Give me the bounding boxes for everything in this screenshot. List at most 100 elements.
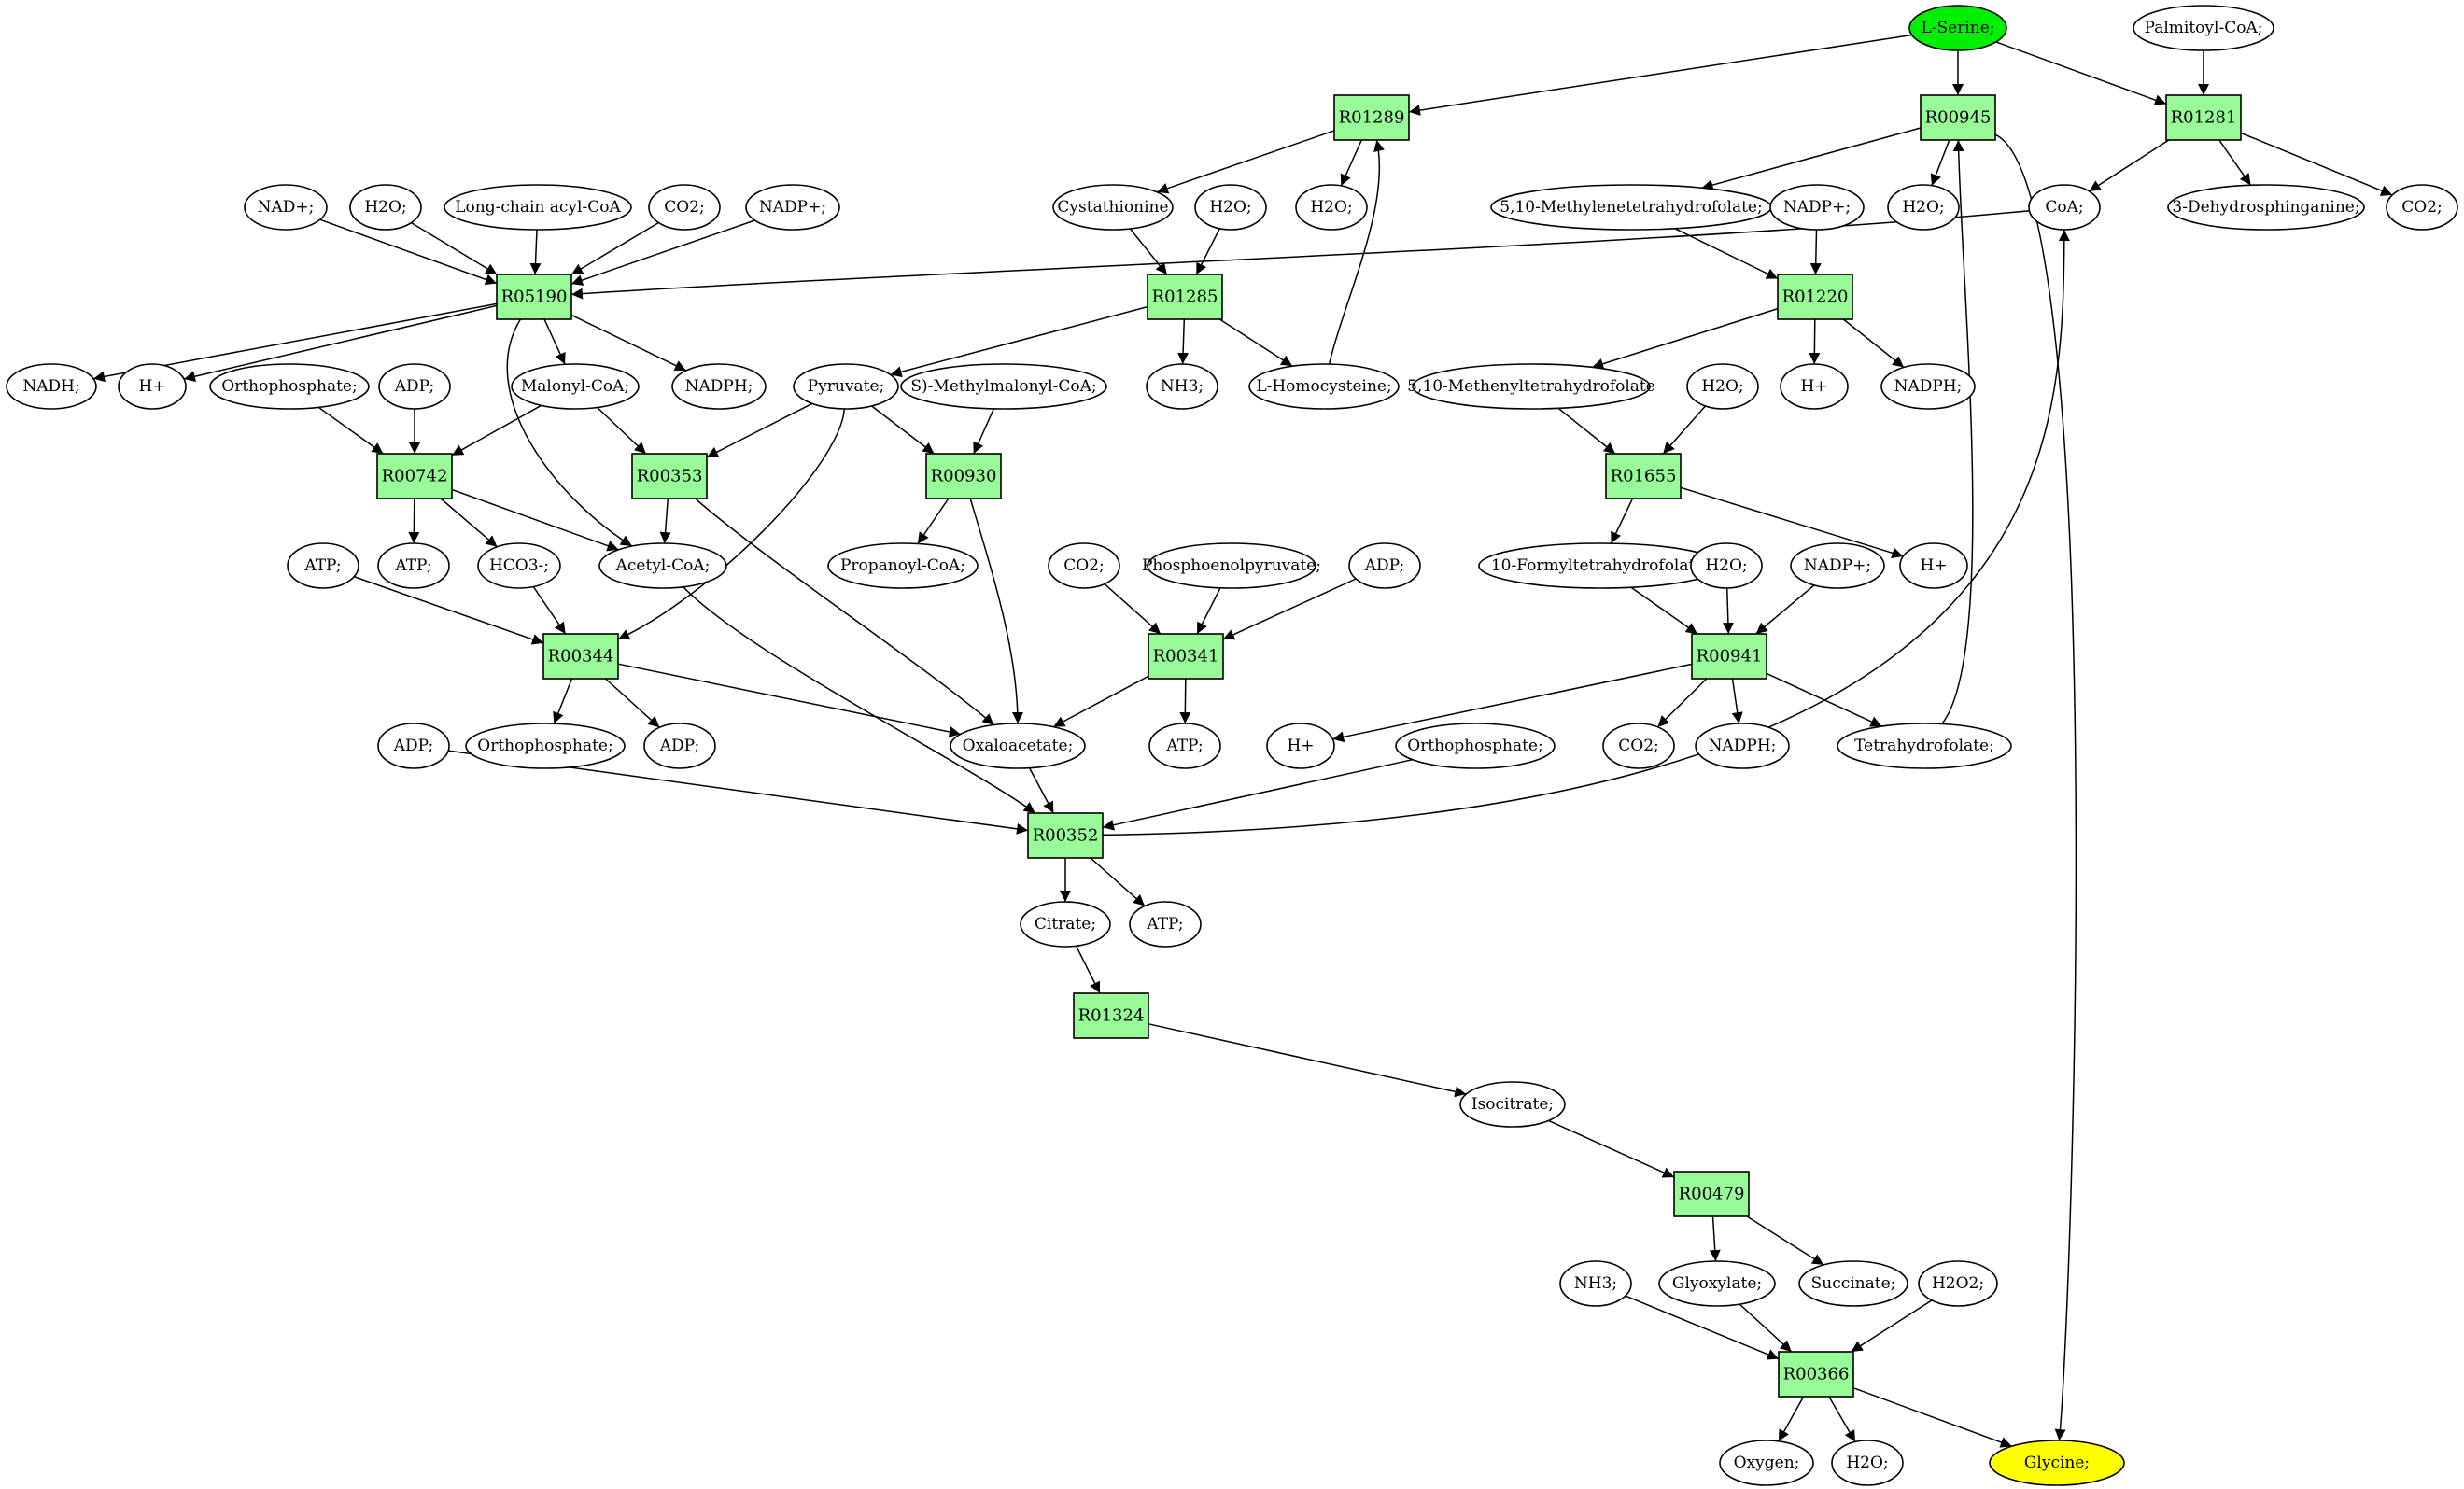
- compound-label: ADP;: [393, 737, 433, 755]
- reaction-node-r00366[interactable]: R00366: [1778, 1351, 1854, 1398]
- compound-label: Oxygen;: [1734, 1454, 1800, 1472]
- reaction-node-r01285[interactable]: R01285: [1147, 274, 1223, 320]
- compound-ellipse: [900, 363, 1107, 410]
- compound-node-citrate[interactable]: Citrate;: [1020, 901, 1111, 948]
- compound-node-nadph_3[interactable]: NADPH;: [1695, 723, 1790, 769]
- edge-r00344-to-oxaloacetate: [617, 663, 961, 737]
- compound-node-hplus_1[interactable]: H+: [118, 363, 187, 410]
- compound-node-nadh[interactable]: NADH;: [6, 363, 97, 410]
- compound-node-isocitrate[interactable]: Isocitrate;: [1459, 1081, 1566, 1128]
- reaction-node-r00479[interactable]: R00479: [1673, 1171, 1750, 1217]
- compound-node-methylmalonyl[interactable]: S)-Methylmalonyl-CoA;: [900, 363, 1107, 410]
- reaction-node-r00344[interactable]: R00344: [542, 633, 619, 680]
- compound-node-pyruvate[interactable]: Pyruvate;: [793, 363, 899, 410]
- edge-co2_1-to-r05190: [570, 221, 659, 275]
- compound-node-succinate[interactable]: Succinate;: [1798, 1260, 1908, 1307]
- compound-node-h2o_1[interactable]: H2O;: [349, 184, 422, 231]
- reaction-label: R00945: [1925, 108, 1992, 128]
- reaction-box: [496, 274, 572, 320]
- compound-node-dehydro[interactable]: 3-Dehydrosphinganine;: [2167, 184, 2365, 231]
- reaction-node-r00945[interactable]: R00945: [1920, 94, 1996, 141]
- compound-node-h2o_2[interactable]: H2O;: [1194, 184, 1267, 231]
- compound-node-glyoxylate[interactable]: Glyoxylate;: [1658, 1260, 1776, 1307]
- compound-label: ADP;: [394, 377, 434, 396]
- compound-node-h2o_3[interactable]: H2O;: [1295, 184, 1368, 231]
- compound-node-nh3_1[interactable]: NH3;: [1146, 363, 1218, 410]
- compound-node-malonyl[interactable]: Malonyl-CoA;: [511, 363, 640, 410]
- compound-node-adp_4[interactable]: ADP;: [377, 723, 450, 769]
- compound-node-nadpplus_3[interactable]: NADP+;: [1790, 542, 1885, 589]
- compound-node-methenyl[interactable]: 5,10-Methenyltetrahydrofolate: [1407, 363, 1655, 410]
- compound-node-orthophos_2[interactable]: Orthophosphate;: [465, 723, 626, 769]
- compound-node-co2_3[interactable]: CO2;: [1048, 542, 1120, 589]
- compound-label: CoA;: [2045, 198, 2083, 217]
- compound-node-atp_1[interactable]: ATP;: [287, 542, 359, 589]
- compound-node-hco3[interactable]: HCO3-;: [477, 542, 561, 589]
- compound-node-formyl[interactable]: 10-Formyltetrahydrofolate;: [1478, 542, 1723, 589]
- reaction-node-r00341[interactable]: R00341: [1148, 633, 1224, 680]
- compound-node-co2_4[interactable]: CO2;: [1602, 723, 1675, 769]
- compound-ellipse: [1658, 1260, 1776, 1307]
- compound-label: Orthophosphate;: [221, 377, 357, 396]
- compound-node-h2o2[interactable]: H2O2;: [1918, 1260, 1998, 1307]
- compound-node-adp_2[interactable]: ADP;: [1348, 542, 1421, 589]
- edge-nadpplus_1-to-r05190: [570, 219, 755, 286]
- compound-ellipse: [1146, 363, 1218, 410]
- compound-node-lcacyl[interactable]: Long-chain acyl-CoA: [444, 184, 632, 231]
- compound-ellipse: [1798, 1260, 1908, 1307]
- compound-node-acetylcoa[interactable]: Acetyl-CoA;: [598, 542, 727, 589]
- compound-label: S)-Methylmalonyl-CoA;: [910, 377, 1096, 396]
- compound-node-atp_4[interactable]: ATP;: [1129, 901, 1202, 948]
- reaction-node-r00930[interactable]: R00930: [925, 453, 1002, 499]
- compound-node-atp_3[interactable]: ATP;: [1148, 723, 1221, 769]
- compound-node-glycine[interactable]: Glycine;: [1989, 1440, 2125, 1486]
- compound-node-hplus_2[interactable]: H+: [1780, 363, 1849, 410]
- compound-node-co2_2[interactable]: CO2;: [2386, 184, 2458, 231]
- reaction-node-r00742[interactable]: R00742: [376, 453, 453, 499]
- compound-node-coa[interactable]: CoA;: [2028, 184, 2101, 231]
- compound-ellipse: [2386, 184, 2458, 231]
- edge-r00353-to-oxaloacetate: [695, 498, 994, 726]
- compound-label: Malonyl-CoA;: [521, 377, 629, 396]
- compound-node-thf[interactable]: Tetrahydrofolate;: [1837, 723, 2012, 769]
- compound-node-adp_1[interactable]: ADP;: [378, 363, 451, 410]
- compound-node-nh3_2[interactable]: NH3;: [1559, 1260, 1632, 1307]
- compound-node-nadph_2[interactable]: NADPH;: [1880, 363, 1976, 410]
- compound-node-nadpplus_2[interactable]: NADP+;: [1769, 184, 1865, 231]
- compound-node-cystathionine[interactable]: Cystathionine: [1052, 184, 1174, 231]
- compound-node-orthophos_3[interactable]: Orthophosphate;: [1395, 723, 1556, 769]
- compound-node-atp_2[interactable]: ATP;: [377, 542, 450, 589]
- compound-node-hplus_4[interactable]: H+: [1266, 723, 1335, 769]
- compound-node-orthophos_1[interactable]: Orthophosphate;: [209, 363, 370, 410]
- compound-node-h2o_4[interactable]: H2O;: [1887, 184, 1960, 231]
- compound-node-nadp_1[interactable]: NAD+;: [244, 184, 328, 231]
- reaction-node-r01289[interactable]: R01289: [1333, 94, 1410, 141]
- compound-node-oxygen[interactable]: Oxygen;: [1719, 1440, 1814, 1486]
- reaction-node-r05190[interactable]: R05190: [496, 274, 572, 320]
- reaction-node-r01655[interactable]: R01655: [1605, 453, 1682, 499]
- compound-node-methylene[interactable]: 5,10-Methylenetetrahydrofolate;: [1490, 184, 1772, 231]
- compound-node-hplus_3[interactable]: H+: [1899, 542, 1968, 589]
- compound-label: Orthophosphate;: [1407, 737, 1542, 755]
- compound-node-nadph_1[interactable]: NADPH;: [671, 363, 767, 410]
- compound-node-co2_1[interactable]: CO2;: [648, 184, 721, 231]
- compound-node-palmitoyl[interactable]: Palmitoyl-CoA;: [2133, 5, 2274, 51]
- reaction-node-r01220[interactable]: R01220: [1777, 274, 1853, 320]
- compound-node-h2o_7[interactable]: H2O;: [1831, 1440, 1904, 1486]
- compound-node-oxaloacetate[interactable]: Oxaloacetate;: [950, 723, 1086, 769]
- edge-nadpplus_2-to-r01220: [1809, 229, 1822, 275]
- reaction-node-r00941[interactable]: R00941: [1691, 633, 1767, 680]
- reaction-node-r01281[interactable]: R01281: [2165, 94, 2242, 141]
- compound-node-propanoyl[interactable]: Propanoyl-CoA;: [827, 542, 979, 589]
- compound-node-h2o_6[interactable]: H2O;: [1690, 542, 1763, 589]
- compound-node-h2o_5[interactable]: H2O;: [1686, 363, 1759, 410]
- compound-node-lhomocys[interactable]: L-Homocysteine;: [1248, 363, 1400, 410]
- compound-node-lserine[interactable]: L-Serine;: [1908, 5, 2007, 51]
- compound-node-nadpplus_1[interactable]: NADP+;: [745, 184, 840, 231]
- compound-node-adp_3[interactable]: ADP;: [643, 723, 716, 769]
- reaction-node-r00352[interactable]: R00352: [1027, 812, 1104, 859]
- compound-label: ATP;: [1165, 737, 1203, 755]
- compound-node-pep[interactable]: Phosphoenolpyruvate;: [1142, 542, 1321, 589]
- reaction-node-r00353[interactable]: R00353: [631, 453, 708, 499]
- reaction-node-r01324[interactable]: R01324: [1073, 992, 1149, 1039]
